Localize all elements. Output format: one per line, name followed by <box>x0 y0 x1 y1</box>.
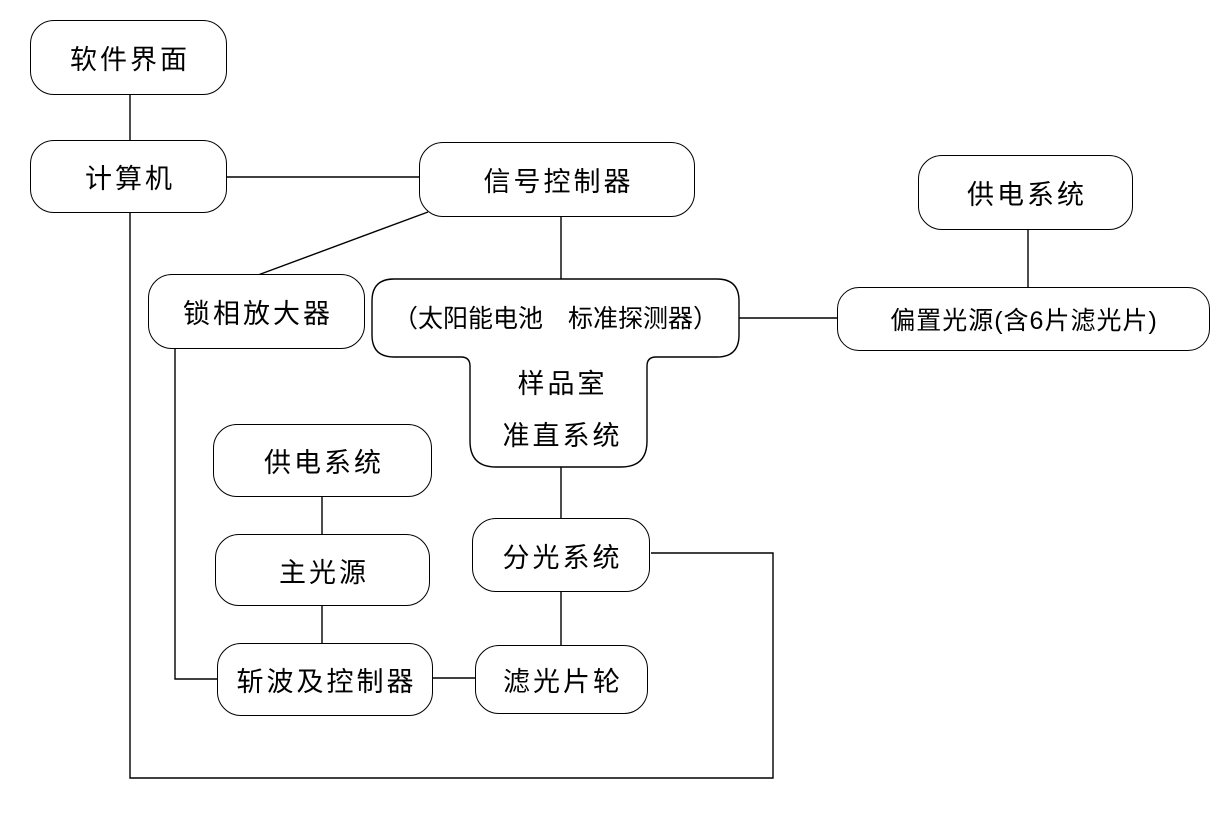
node-power-supply-right-label: 供电系统 <box>967 180 1087 210</box>
node-sample-chamber-outline <box>371 278 740 468</box>
node-collimation-system: 准直系统 <box>472 406 650 460</box>
node-computer: 计算机 <box>30 140 227 213</box>
node-power-supply-right: 供电系统 <box>918 155 1133 230</box>
node-bias-light-source: 偏置光源(含6片滤光片) <box>837 287 1210 351</box>
node-spectral-splitting-system-label: 分光系统 <box>502 542 623 573</box>
node-sample-chamber-header: （太阳能电池 标准探测器） <box>374 281 737 353</box>
node-sample-chamber-header-label: （太阳能电池 标准探测器） <box>392 305 718 333</box>
node-power-supply-left-label: 供电系统 <box>264 448 384 478</box>
node-sample-chamber-label: 样品室 <box>517 368 608 399</box>
node-chopper-controller: 斩波及控制器 <box>217 643 433 716</box>
node-power-supply-left: 供电系统 <box>213 424 432 497</box>
node-lock-in-amplifier: 锁相放大器 <box>148 274 365 349</box>
node-lock-in-amplifier-label: 锁相放大器 <box>183 299 333 329</box>
node-computer-label: 计算机 <box>85 164 175 194</box>
edge-signal-lockin <box>257 211 429 276</box>
node-signal-controller-label: 信号控制器 <box>483 167 634 197</box>
node-software-interface: 软件界面 <box>30 20 227 95</box>
node-main-light-source-label: 主光源 <box>279 557 369 588</box>
node-filter-wheel: 滤光片轮 <box>475 645 648 714</box>
node-collimation-system-label: 准直系统 <box>502 420 623 451</box>
node-sample-chamber: 样品室 <box>472 356 650 406</box>
node-bias-light-source-label: 偏置光源(含6片滤光片) <box>890 307 1158 335</box>
node-chopper-controller-label: 斩波及控制器 <box>236 667 417 697</box>
node-main-light-source: 主光源 <box>215 534 430 606</box>
edge-lockin-chopper <box>174 348 218 680</box>
node-signal-controller: 信号控制器 <box>419 142 695 217</box>
node-spectral-splitting-system: 分光系统 <box>472 518 650 592</box>
node-software-interface-label: 软件界面 <box>70 45 190 75</box>
node-filter-wheel-label: 滤光片轮 <box>503 667 623 697</box>
edge-computer-split-loop <box>129 212 774 779</box>
